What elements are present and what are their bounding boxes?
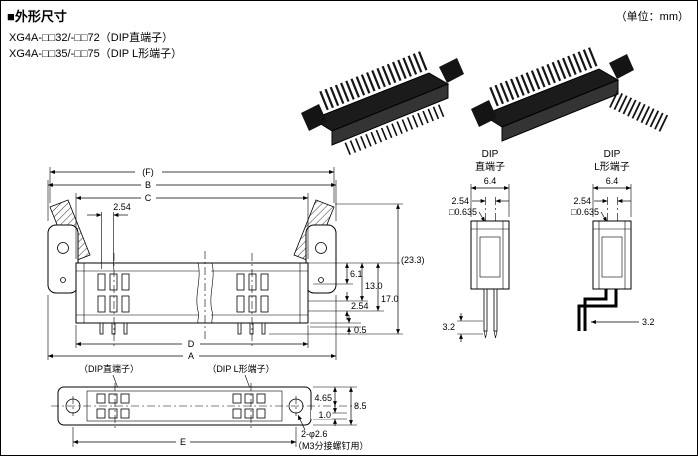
connector-body xyxy=(75,262,309,324)
break-line xyxy=(196,262,200,324)
dim-label-23-3: (23.3) xyxy=(401,255,425,265)
hole-note-line1: 2-φ2.6 xyxy=(301,429,327,439)
dim-label-E: E xyxy=(180,437,186,447)
dim-label-D: D xyxy=(188,339,195,349)
side-view-straight: DIP 直端子 6.4 2.54 □0.635 xyxy=(442,149,510,342)
dim-label-A: A xyxy=(188,351,194,361)
dim-label-pin-straight: 3.2 xyxy=(442,322,455,332)
dim-label-square-straight: □0.635 xyxy=(449,207,477,217)
contact-windows xyxy=(97,273,269,313)
side-l-title-line2: L形端子 xyxy=(594,160,630,173)
side-straight-title-line2: 直端子 xyxy=(475,160,505,173)
dim-label-pin-l: 3.2 xyxy=(642,317,655,327)
dim-label-13-0: 13.0 xyxy=(365,281,383,291)
dim-label-1-0: 1.0 xyxy=(318,410,331,420)
dim-label-C: C xyxy=(145,193,152,203)
iso-view-l-connector xyxy=(471,46,671,142)
dim-label-pitch-top: 2.54 xyxy=(113,202,131,212)
unit-note: （单位：mm） xyxy=(615,11,689,23)
l-pin xyxy=(577,289,618,331)
section-title: ■外形尺寸 xyxy=(7,9,67,24)
hole-note-line2: （M3分接螺钉用） xyxy=(293,440,369,451)
front-view-dimensions: (F) B C 2.54 xyxy=(47,167,431,361)
bottom-contact-holes xyxy=(96,393,266,419)
dim-label-pitch-l: 2.54 xyxy=(573,196,591,206)
straight-pin xyxy=(493,288,498,332)
straight-pin xyxy=(483,288,488,332)
dim-label-pitch-right: 2.54 xyxy=(351,301,369,311)
dim-label-F: (F) xyxy=(142,167,154,177)
dim-label-0-5: 0.5 xyxy=(354,325,367,335)
terminal-pins xyxy=(99,322,266,335)
l-pin xyxy=(583,289,608,331)
dim-label-8-5: 8.5 xyxy=(354,401,367,411)
dim-label-pitch-straight: 2.54 xyxy=(451,196,469,206)
bottom-label-l: （DIP L形端子） xyxy=(207,363,274,374)
dim-label-4-65: 4.65 xyxy=(314,393,332,403)
side-straight-title-line1: DIP xyxy=(482,149,499,160)
dim-label-width-l: 6.4 xyxy=(606,176,619,186)
front-view: (F) B C 2.54 xyxy=(47,167,431,361)
model-list: XG4A-□□32/-□□72（DIP直端子） XG4A-□□35/-□□75（… xyxy=(9,30,182,62)
mounting-ear-right xyxy=(305,224,337,294)
iso-view-straight-connector xyxy=(301,50,464,156)
model-line-straight: XG4A-□□32/-□□72（DIP直端子） xyxy=(9,32,174,44)
side-l-body xyxy=(592,220,632,290)
dim-label-square-l: □0.635 xyxy=(571,207,599,217)
dim-label-width-straight: 6.4 xyxy=(484,176,497,186)
mounting-ear-left xyxy=(47,224,79,294)
model-line-l: XG4A-□□35/-□□75（DIP L形端子） xyxy=(9,48,183,60)
side-straight-body xyxy=(470,220,510,290)
dim-label-17-0: 17.0 xyxy=(381,294,399,304)
side-l-title-line1: DIP xyxy=(604,149,621,160)
dim-label-B: B xyxy=(145,180,151,190)
side-view-l: DIP L形端子 6.4 2.54 □0.635 3.2 xyxy=(571,149,655,331)
break-line xyxy=(210,262,214,324)
dim-label-6-1: 6.1 xyxy=(350,269,363,279)
bottom-view: （DIP直端子） （DIP L形端子） 4.65 xyxy=(51,363,369,451)
bottom-label-straight: （DIP直端子） xyxy=(79,363,139,374)
